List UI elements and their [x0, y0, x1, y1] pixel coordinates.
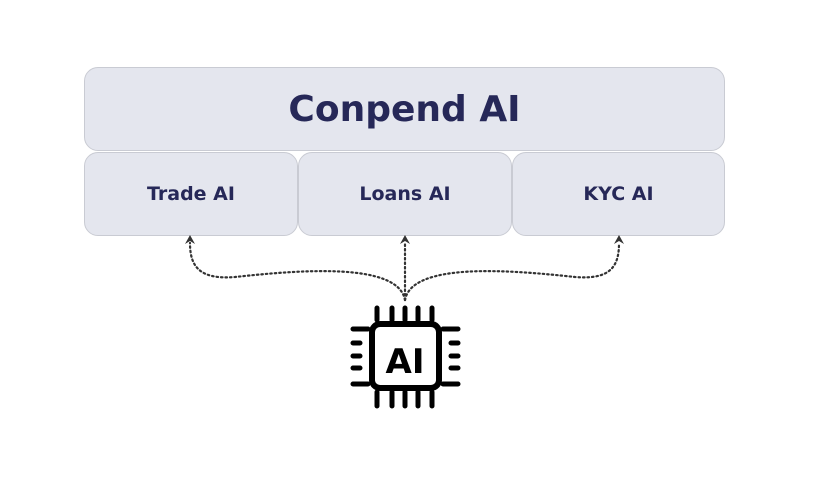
module-box-kyc: KYC AI	[512, 152, 725, 236]
platform-title: Conpend AI	[288, 88, 521, 130]
module-label: KYC AI	[583, 183, 654, 205]
arrowhead-icon	[614, 235, 624, 244]
module-label: Loans AI	[359, 183, 451, 205]
module-box-trade: Trade AI	[84, 152, 298, 236]
chip-label: AI	[386, 342, 425, 382]
module-label: Trade AI	[147, 183, 235, 205]
arrow-to-kyc	[403, 241, 621, 302]
ai-chip-icon: AI	[350, 305, 461, 409]
arrow-to-trade	[188, 241, 407, 302]
arrowhead-icon	[400, 235, 410, 244]
module-box-loans: Loans AI	[298, 152, 512, 236]
arrowhead-icon	[185, 235, 195, 244]
platform-title-box: Conpend AI	[84, 67, 725, 151]
